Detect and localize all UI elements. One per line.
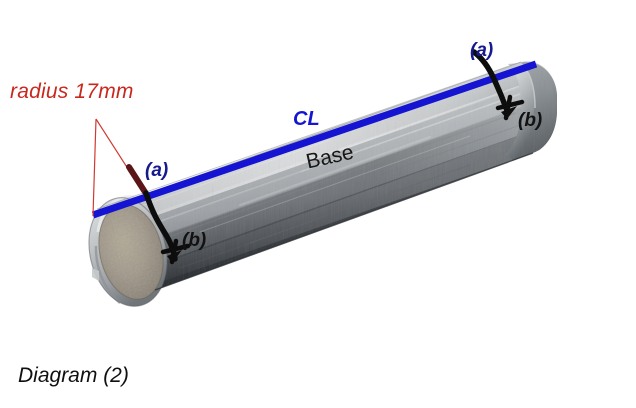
pipe-left-end [88, 195, 168, 307]
pipe-top-edge [96, 61, 522, 210]
mark-left [126, 164, 191, 265]
pipe-bottom-edge [154, 152, 534, 291]
centerline-cl [91, 60, 538, 219]
pipe-body [88, 61, 557, 307]
pipe-right-end [505, 62, 557, 161]
mark-right [471, 49, 525, 121]
